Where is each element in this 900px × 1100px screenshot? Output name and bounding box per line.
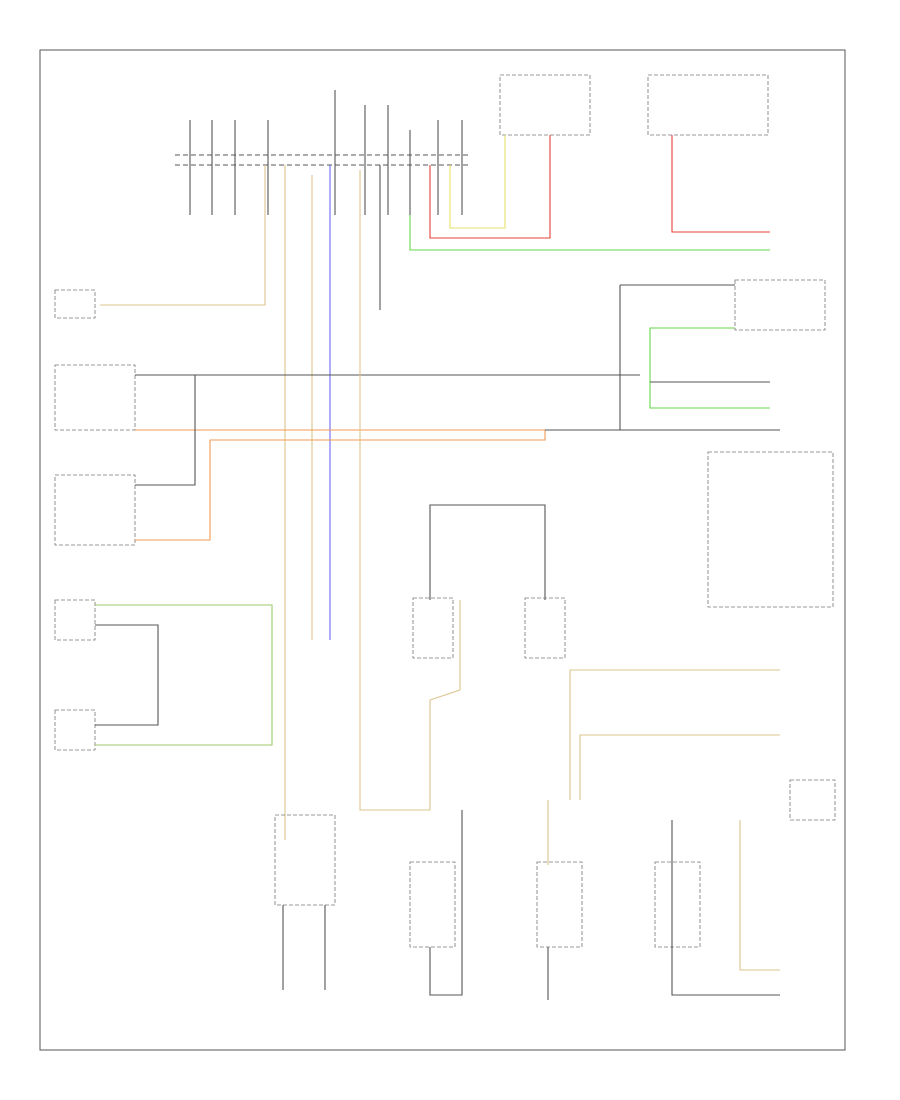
fuse-box-1 bbox=[499, 74, 591, 136]
headlamp-switch bbox=[734, 279, 826, 331]
black-run-center bbox=[429, 504, 546, 600]
center-module-2 bbox=[524, 597, 566, 659]
green-wire-1 bbox=[409, 215, 770, 251]
green-run-3 bbox=[649, 327, 735, 375]
black-lower-5 bbox=[671, 820, 780, 996]
yellow-wire-1 bbox=[449, 135, 506, 229]
right-lower-box bbox=[789, 779, 836, 821]
red-wire-2 bbox=[671, 135, 770, 233]
top-connector bbox=[175, 90, 470, 215]
green-run-2 bbox=[649, 375, 770, 409]
lower-right-module bbox=[654, 861, 701, 948]
lower-center-module-2 bbox=[536, 861, 583, 948]
red-wire-1 bbox=[429, 135, 551, 239]
black-lower-3 bbox=[429, 810, 463, 996]
left-front-speaker bbox=[54, 599, 96, 641]
center-module-1 bbox=[412, 597, 454, 659]
black-run-2 bbox=[135, 375, 196, 486]
fuse-box-2 bbox=[647, 74, 769, 136]
left-switch-top bbox=[54, 289, 96, 319]
right-front-speaker bbox=[54, 709, 96, 751]
tan-run-right-3 bbox=[579, 734, 780, 800]
right-module-box bbox=[707, 451, 834, 608]
tan-green-1 bbox=[95, 604, 273, 746]
left-lower-steering-switch bbox=[54, 474, 136, 546]
tan-run-right-2 bbox=[569, 669, 780, 800]
tan-run-center bbox=[359, 170, 461, 811]
tan-wire-top bbox=[100, 165, 266, 306]
tan-run-right-4 bbox=[739, 820, 780, 971]
diagram-frame bbox=[39, 49, 846, 1051]
lower-left-module bbox=[274, 814, 336, 906]
black-speaker-link bbox=[95, 624, 159, 726]
lower-center-module-1 bbox=[409, 861, 456, 948]
orange-run-2 bbox=[135, 430, 546, 541]
right-lower-steering-switch bbox=[54, 364, 136, 431]
